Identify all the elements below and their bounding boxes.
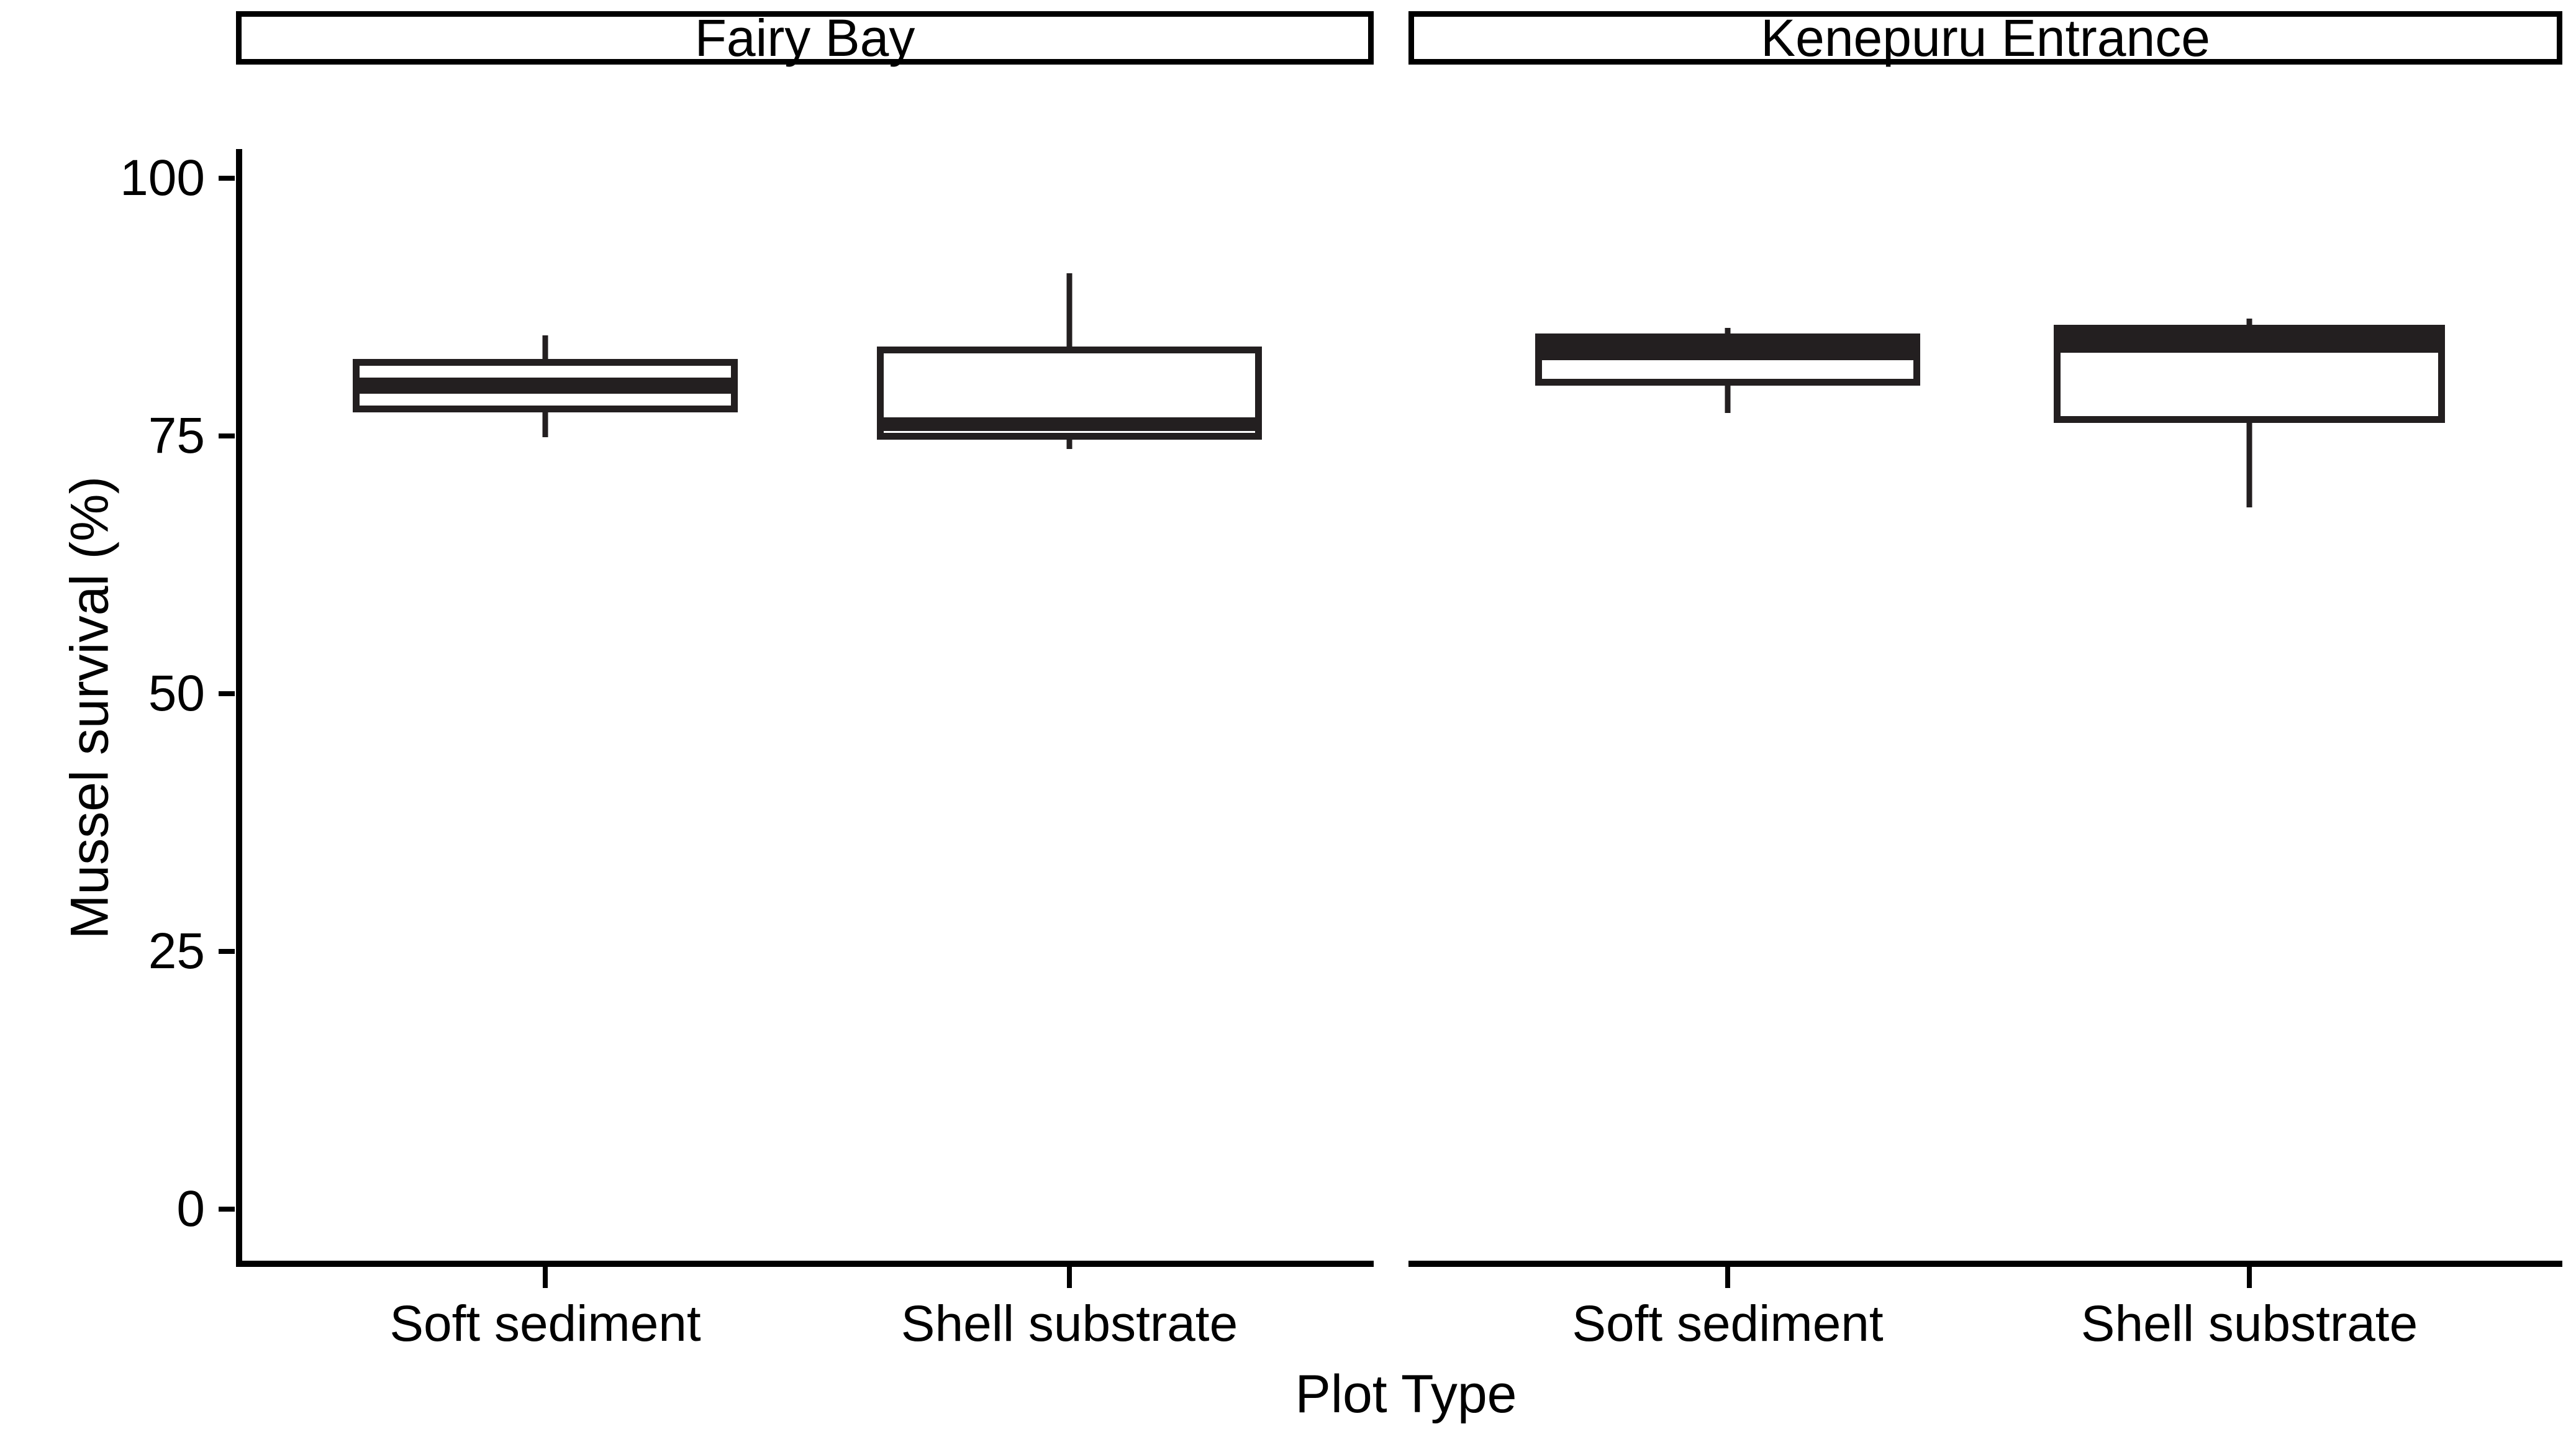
y-axis-line (236, 149, 242, 1267)
y-tick-label-50: 50 (148, 665, 205, 722)
median-fairy-bay-soft-sediment (353, 378, 738, 394)
y-tick-mark-0 (219, 1207, 235, 1212)
y-tick-mark-75 (219, 433, 235, 438)
x-axis-line-kenepuru-entrance (1408, 1261, 2562, 1267)
whisker-lower-kenepuru-entrance-soft-sediment (1725, 382, 1731, 413)
x-axis-line-fairy-bay (236, 1261, 1374, 1267)
panel-strip-kenepuru-entrance: Kenepuru Entrance (1408, 8, 2562, 67)
x-tick-label-fairy-bay-soft-sediment: Soft sediment (389, 1295, 701, 1352)
x-tick-mark-kenepuru-entrance-shell-substrate (2247, 1267, 2252, 1288)
y-tick-label-75: 75 (148, 407, 205, 464)
x-tick-label-kenepuru-entrance-shell-substrate: Shell substrate (2080, 1295, 2418, 1352)
whisker-upper-fairy-bay-shell-substrate (1066, 273, 1073, 348)
median-kenepuru-entrance-shell-substrate (2054, 325, 2445, 353)
panel-label-fairy-bay: Fairy Bay (694, 8, 915, 67)
whisker-lower-kenepuru-entrance-shell-substrate (2246, 419, 2252, 507)
whisker-upper-fairy-bay-soft-sediment (542, 335, 548, 360)
panel-label-kenepuru-entrance: Kenepuru Entrance (1761, 8, 2210, 67)
y-tick-mark-100 (219, 176, 235, 181)
y-tick-label-100: 100 (120, 150, 205, 206)
x-tick-mark-kenepuru-entrance-soft-sediment (1725, 1267, 1730, 1288)
y-tick-label-0: 0 (176, 1181, 205, 1237)
x-tick-mark-fairy-bay-soft-sediment (543, 1267, 548, 1288)
y-tick-mark-25 (219, 949, 235, 954)
whisker-lower-fairy-bay-shell-substrate (1066, 437, 1073, 449)
whisker-lower-fairy-bay-soft-sediment (542, 411, 548, 437)
y-tick-label-25: 25 (148, 923, 205, 979)
median-kenepuru-entrance-soft-sediment (1535, 335, 1920, 360)
y-tick-mark-50 (219, 691, 235, 696)
x-tick-label-fairy-bay-shell-substrate: Shell substrate (900, 1295, 1238, 1352)
panel-strip-fairy-bay: Fairy Bay (236, 8, 1374, 67)
median-fairy-bay-shell-substrate (877, 417, 1262, 431)
x-tick-mark-fairy-bay-shell-substrate (1067, 1267, 1072, 1288)
x-axis-title: Plot Type (1295, 1364, 1517, 1424)
x-tick-label-kenepuru-entrance-soft-sediment: Soft sediment (1572, 1295, 1884, 1352)
